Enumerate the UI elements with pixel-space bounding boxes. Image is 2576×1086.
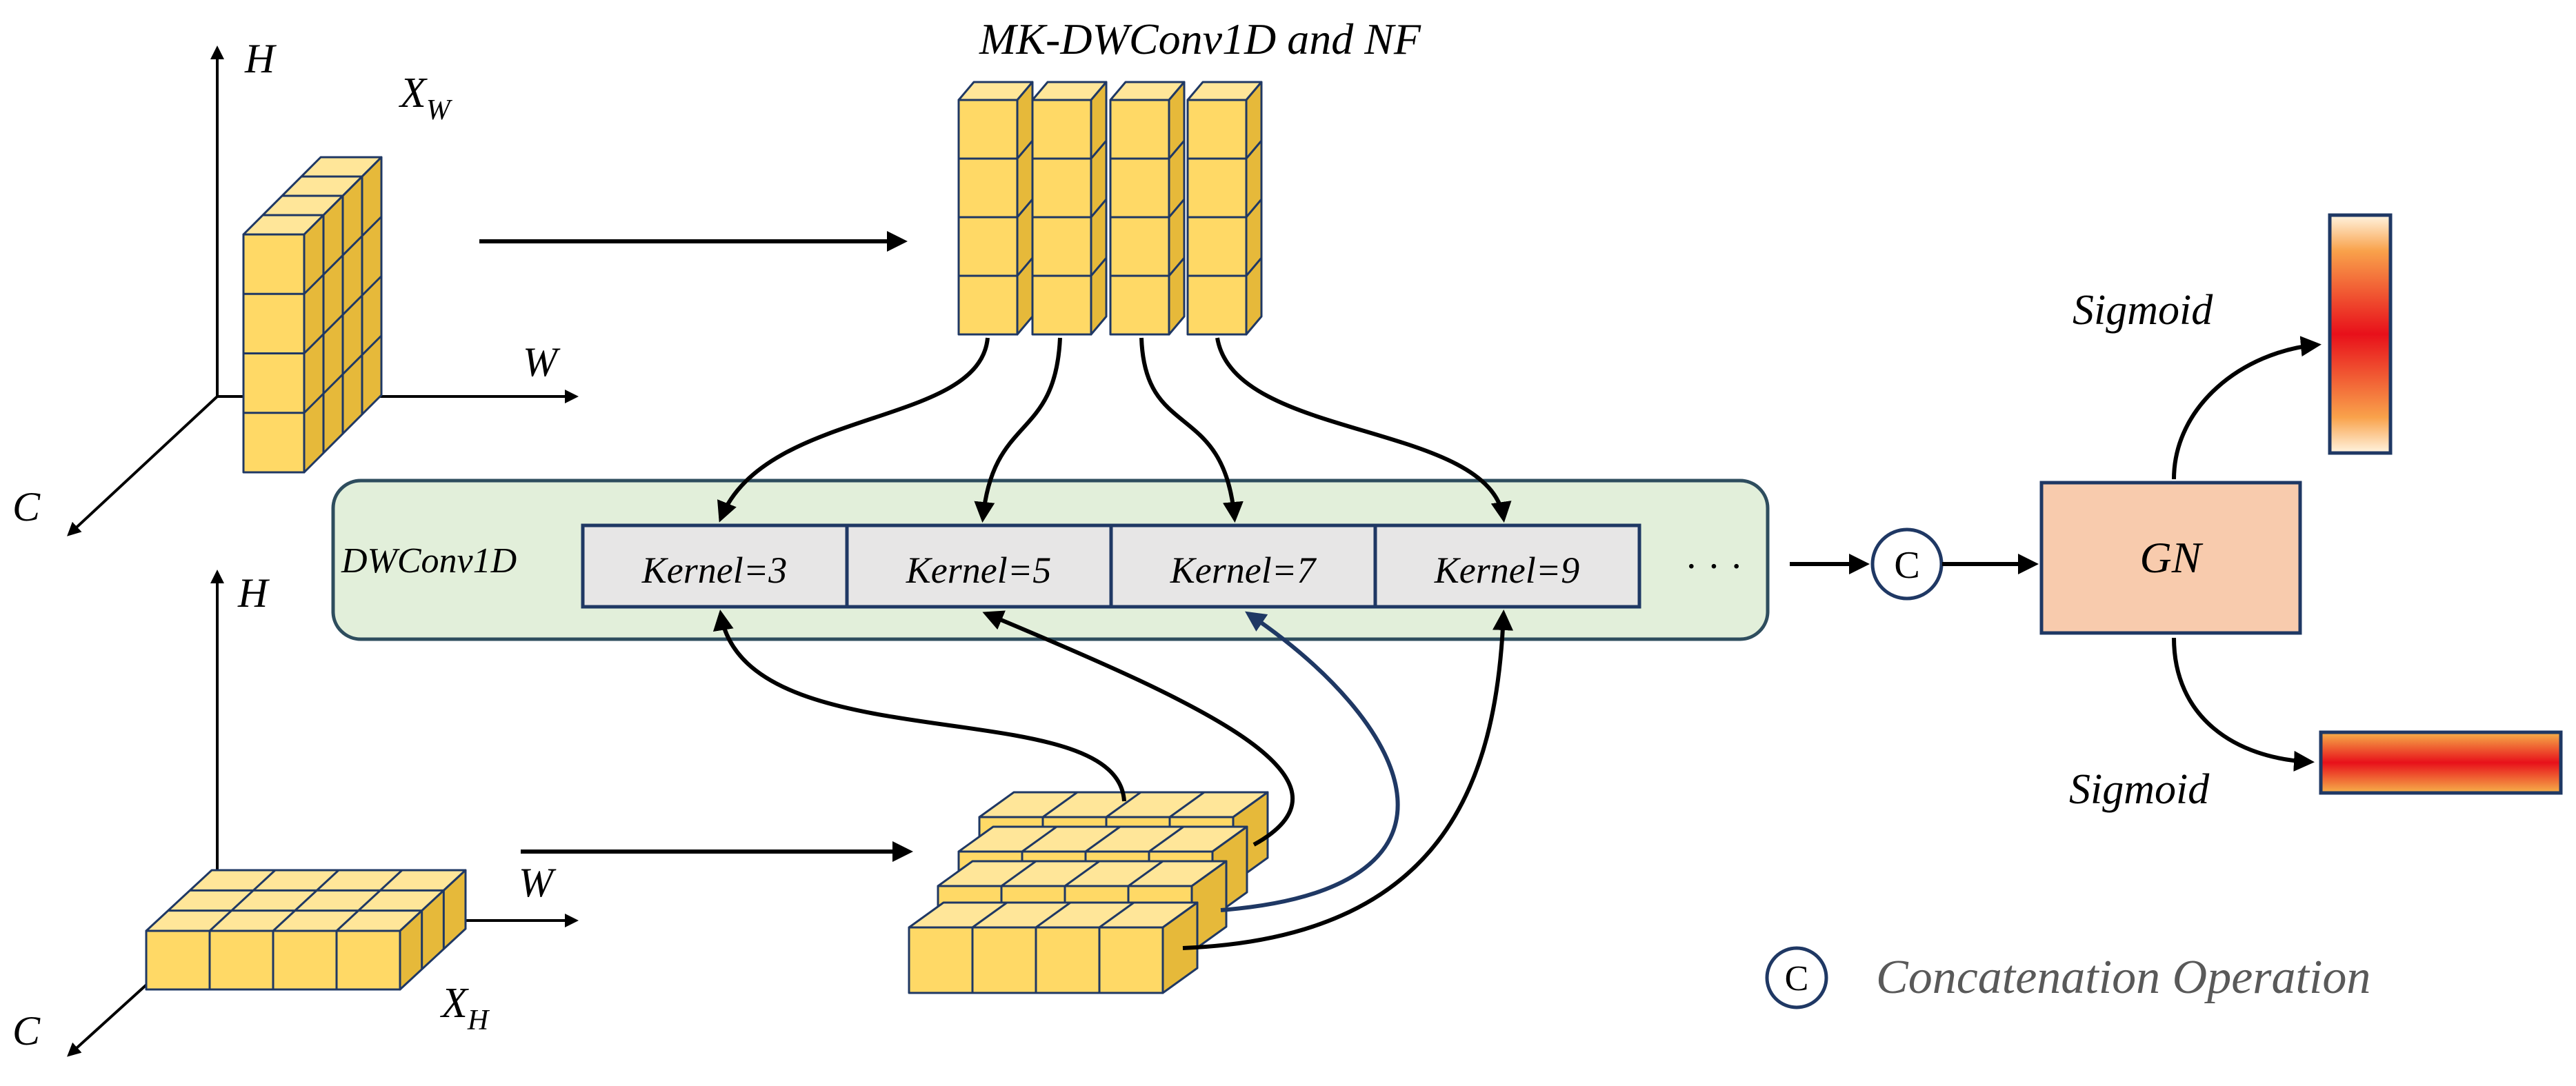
bottom-slab-1-grid-line [1042,791,1078,818]
top-to-kernel-arrows [717,337,1512,523]
bottom-slab-4-grid-line [1099,901,1135,929]
kernel-box-7 [1109,523,1377,609]
xh-cube-grid-line [335,869,403,932]
top-h-axis-label: H [244,36,277,81]
kernel-label: Kernel=7 [1170,550,1317,591]
top-column-2-grid-line [1090,199,1108,218]
sigmoid-top-label: Sigmoid [2073,287,2213,334]
arrow-slab4-to-k9 [1182,610,1514,950]
kernel-label: Kernel=9 [1434,550,1579,591]
bottom-slab-3-grid-line [1064,860,1100,887]
bottom-h-axis-label: H [237,570,270,616]
bottom-split-slabs [908,791,1269,994]
top-tensor-label: XW [398,70,453,126]
arrow-slab1-to-k3 [713,610,1126,802]
legend-concat-icon [1765,946,1828,1009]
top-column-4-grid-line [1245,140,1263,159]
top-column-4-grid-line [1245,257,1263,276]
top-column-3-grid-line [1168,199,1186,218]
concat-symbol: C [1894,544,1919,587]
bottom-slab-3-grid-line [1001,860,1037,887]
sigmoid-bottom-label: Sigmoid [2069,766,2210,813]
gn-label: GN [2140,533,2204,582]
bottom-c-axis-label: C [12,1008,41,1054]
arrow-col2-to-k5 [974,337,1062,523]
bottom-slab-2-grid-line [1021,825,1057,853]
bottom-tensor-label: XH [439,980,490,1036]
bottom-slab-3-grid-line [1128,860,1164,887]
kernel-box-9 [1373,523,1641,609]
top-column-3-grid-line [1168,257,1186,276]
kernel-label: Kernel=5 [906,550,1051,591]
arrow-col3-to-k7 [1139,337,1244,523]
width-attention-map [2319,730,2563,795]
concat-icon [1870,527,1944,601]
arrow-slab3-to-k7 [1220,611,1400,912]
more-kernels-ellipsis: · · · [1685,545,1743,588]
top-axes: H W C XW [12,36,579,536]
top-column-1-grid-line [1016,140,1034,159]
top-column-2-grid-line [1090,140,1108,159]
bottom-slab-4-grid-line [1035,901,1071,929]
top-column-1-grid-line [1016,199,1034,218]
kernel-row: Kernel=3 Kernel=5 Kernel=7 Kernel=9 [581,523,1641,609]
height-attention-map [2328,213,2393,455]
arrow-slab2-to-k5 [982,610,1295,847]
xh-cube-grid-line [272,869,340,932]
kernel-label: Kernel=3 [641,550,787,591]
top-column-2-grid-line [1090,257,1108,276]
top-c-axis-label: C [12,484,41,530]
legend-text: Concatenation Operation [1876,951,2370,1004]
top-column-4-grid-line [1245,199,1263,218]
xw-tensor-block [242,156,383,474]
top-column-3-grid-line [1168,140,1186,159]
dwconv1d-label: DWConv1D [341,541,517,581]
kernel-box-3 [581,523,849,609]
xh-tensor-block [145,869,467,991]
legend-concat-symbol: C [1785,959,1809,998]
bottom-slab-2-grid-line [1085,825,1121,853]
gn-to-bottom-sigmoid-arrow [2172,637,2315,772]
bottom-w-axis-label: W [519,860,557,905]
bottom-slab-1-grid-line [1169,791,1205,818]
diagram-title: MK-DWConv1D and NF [979,14,1421,63]
top-column-1-grid-line [1016,257,1034,276]
xh-cube-grid-line [208,869,277,932]
bottom-slab-1-grid-line [1106,791,1141,818]
bottom-slab-2-grid-line [1148,825,1184,853]
bottom-slab-4-grid-line [972,901,1008,929]
gn-box [2039,481,2302,635]
top-w-axis-label: W [523,339,561,385]
bottom-to-kernel-arrows [713,610,1514,950]
arrow-col4-to-k9 [1215,337,1512,523]
arrow-col1-to-k3 [717,337,990,523]
gn-to-top-sigmoid-arrow [2172,336,2322,480]
top-split-columns [957,81,1263,336]
